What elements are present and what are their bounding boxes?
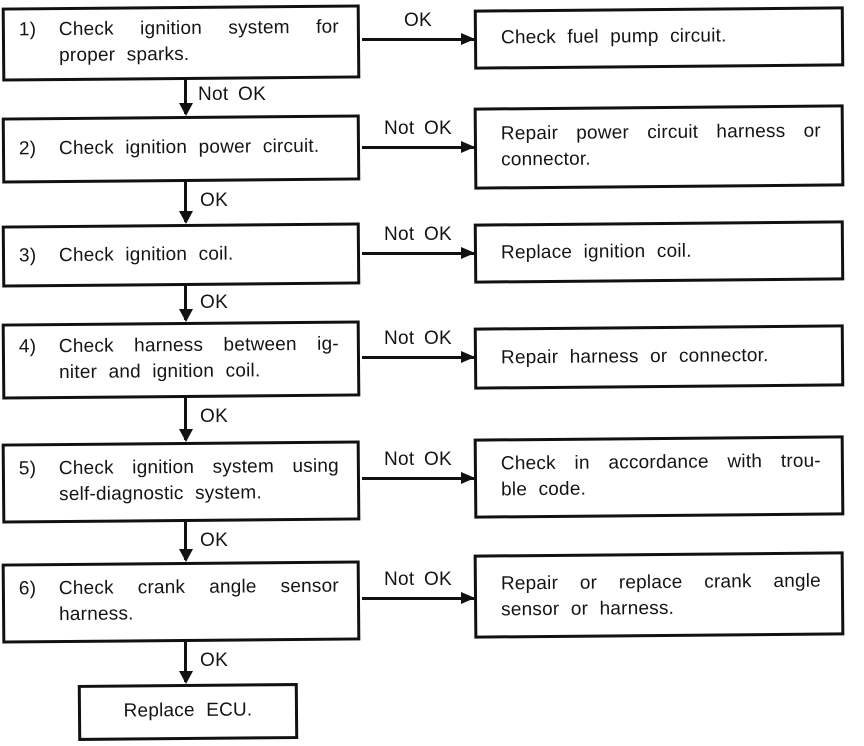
step-6-line-2: harness. [59,603,134,626]
result-2-line-1: Repair power circuit harness or [500,120,821,145]
step-5-text: Check ignition system using self-diagnos… [59,454,340,520]
step-3-text: Check ignition coil. [59,241,339,284]
arrow-down-5 [178,522,193,562]
step-1-line-2: proper sparks. [59,43,190,67]
step-3-number: 3) [18,245,37,267]
step-4-box: 4) Check harness between ig- niter and i… [1,320,361,400]
step-4-text: Check harness between ig- niter and igni… [59,332,340,396]
arrow-down-2-label: OK [200,190,229,211]
final-step-box: Replace ECU. [77,683,299,741]
arrowhead-down-3-icon [178,309,193,322]
step-1-line-1: Check ignition system for [58,16,339,41]
result-1-line-1: Check fuel pump circuit. [500,25,727,49]
arrow-right-4 [362,351,475,363]
step-5-line-2: self-diagnostic system. [59,482,262,506]
step-6-text: Check crank angle sensor harness. [59,574,340,640]
arrowhead-down-6-icon [178,671,193,684]
arrow-right-6-label: Not OK [383,569,453,590]
arrow-down-5-label: OK [200,530,229,551]
arrowhead-right-6-icon [461,592,475,604]
result-4-line-1: Repair harness or connector. [500,345,769,369]
arrow-down-1 [178,80,193,116]
arrow-right-1-label: OK [403,10,433,31]
result-5-line-1: Check in accordance with trou- [500,450,821,475]
result-4-box: Repair harness or connector. [473,324,845,390]
arrowhead-down-4-icon [178,429,193,442]
result-3-box: Replace ignition coil. [473,220,845,284]
arrow-right-2 [362,141,475,153]
step-4-line-2: niter and ignition coil. [59,360,261,384]
step-3-box: 3) Check ignition coil. [1,222,361,288]
step-5-box: 5) Check ignition system using self-diag… [1,440,361,524]
step-2-line-1: Check ignition power circuit. [58,135,320,160]
result-6-line-2: sensor or harness. [501,597,675,621]
arrow-down-3-label: OK [200,292,229,313]
result-5-box: Check in accordance with trou- ble code. [473,435,845,519]
step-4-number: 4) [18,336,37,358]
arrow-down-6 [178,642,193,684]
result-2-box: Repair power circuit harness or connecto… [473,104,845,190]
step-1-box: 1) Check ignition system for proper spar… [1,4,361,82]
result-5-line-2: ble code. [501,478,587,501]
step-6-line-1: Check crank angle sensor [58,575,339,600]
result-1-box: Check fuel pump circuit. [473,6,845,70]
result-3-line-1: Replace ignition coil. [500,240,692,264]
result-6-box: Repair or replace crank angle sensor or … [473,551,845,639]
step-4-line-1: Check harness between ig- [58,333,339,358]
arrow-down-4 [178,398,193,442]
arrow-right-3-label: Not OK [383,224,453,245]
arrowhead-right-2-icon [461,141,475,153]
step-6-number: 6) [18,578,37,600]
step-2-box: 2) Check ignition power circuit. [1,114,361,184]
arrow-down-3 [178,286,193,322]
arrowhead-down-1-icon [178,103,193,116]
step-3-line-1: Check ignition coil. [58,243,234,267]
arrow-down-4-label: OK [200,406,229,427]
arrow-right-5 [362,472,475,484]
step-1-text: Check ignition system for proper sparks. [59,15,340,78]
arrow-down-2 [178,182,193,224]
arrow-right-3 [362,247,475,259]
step-2-text: Check ignition power circuit. [59,134,339,180]
result-6-line-1: Repair or replace crank angle [500,570,821,595]
result-2-line-2: connector. [501,148,591,171]
arrowhead-right-5-icon [461,472,475,484]
step-2-number: 2) [18,138,37,160]
final-step-text: Replace ECU. [123,699,253,722]
arrow-right-6 [362,592,475,604]
arrowhead-right-3-icon [461,247,475,259]
step-1-number: 1) [18,19,37,41]
arrowhead-down-2-icon [178,211,193,224]
step-6-box: 6) Check crank angle sensor harness. [1,560,361,644]
arrow-down-6-label: OK [200,650,229,671]
arrow-right-2-label: Not OK [383,118,453,139]
arrowhead-down-5-icon [178,549,193,562]
step-5-line-1: Check ignition system using [58,455,339,480]
arrowhead-right-4-icon [461,351,475,363]
arrow-right-1 [362,33,475,45]
arrowhead-right-1-icon [461,33,475,45]
arrow-down-1-label: Not OK [198,84,267,105]
arrow-right-5-label: Not OK [383,449,453,470]
arrow-right-4-label: Not OK [383,328,453,349]
step-5-number: 5) [18,458,37,480]
